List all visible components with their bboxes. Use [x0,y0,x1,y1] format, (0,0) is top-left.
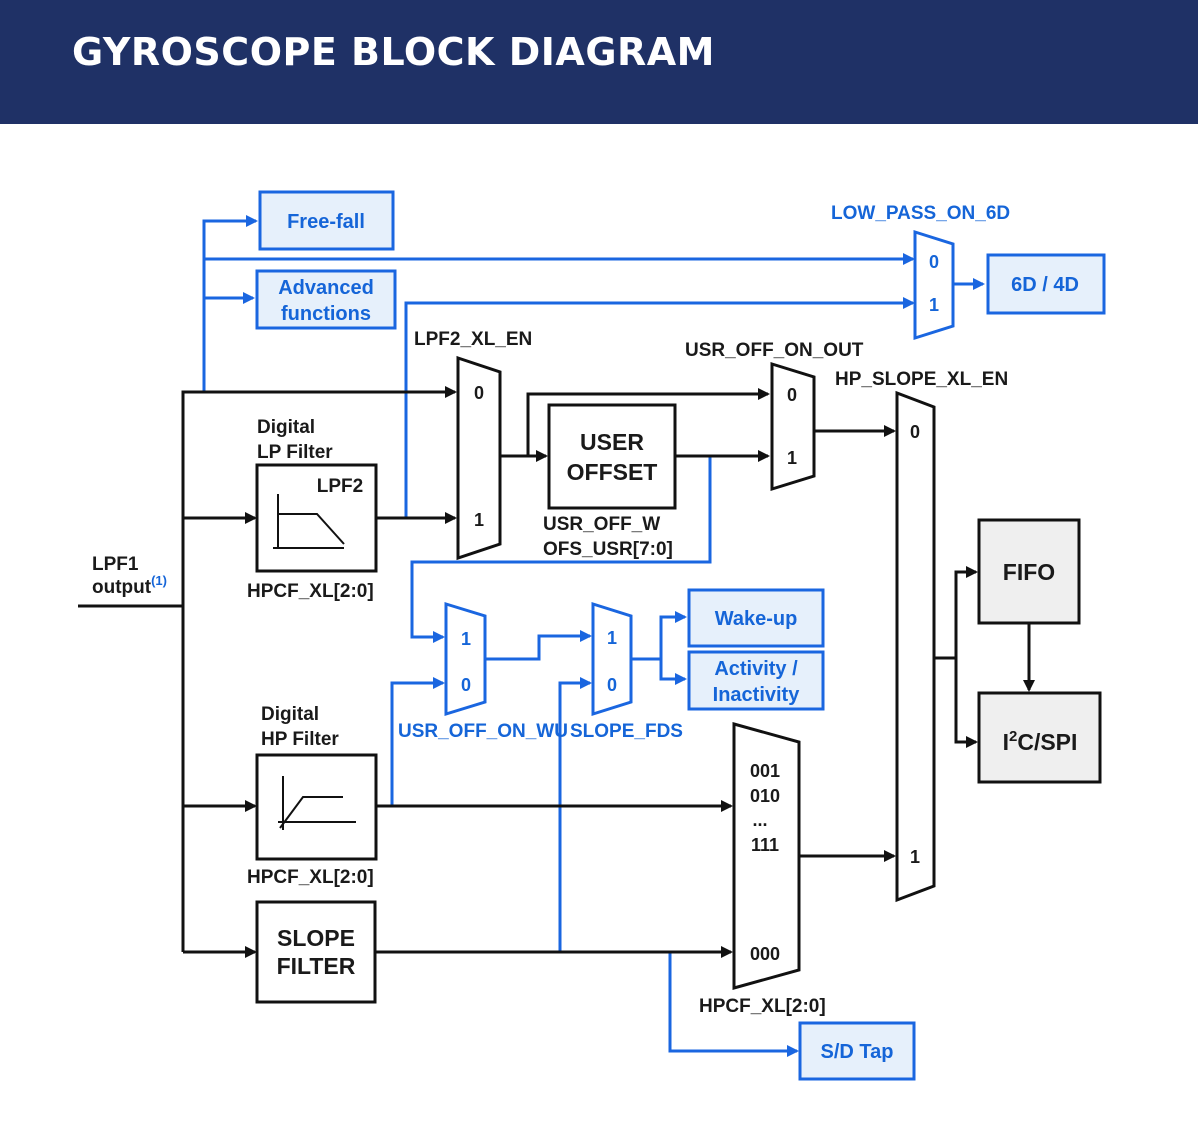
6d-mux-in-0: 0 [929,252,939,272]
slope-label-1: SLOPE [277,925,355,951]
input-label-2: output(1) [92,573,167,598]
wake-up-label: Wake-up [715,608,798,630]
wire-bypass-offset [526,388,770,456]
activity-box [687,650,825,711]
page-title: GYROSCOPE BLOCK DIAGRAM [72,30,715,74]
hpcf-mux-label: HPCF_XL[2:0] [699,996,826,1017]
header-banner: GYROSCOPE BLOCK DIAGRAM [0,0,1198,124]
slope-fds-label: SLOPE_FDS [570,721,683,742]
user-offset-block [547,403,677,510]
user-offset-label-1: USER [580,429,644,455]
wire-hp-to-wu-mux [390,677,445,806]
sel-mux-010: 010 [750,786,780,806]
usr-out-mux-in-0: 0 [787,385,797,405]
black-wires [78,386,1035,958]
hp-slope-mux [895,390,936,903]
lpf2-label: LPF2 [317,476,363,497]
activity-label-2: Inactivity [713,684,801,706]
low-pass-on-6d-label: LOW_PASS_ON_6D [831,203,1010,224]
usr-off-on-out-mux [770,361,816,492]
slope-fds-mux [591,601,633,717]
slope-filter-block [255,900,377,1004]
wu-mux-in-1: 1 [461,629,471,649]
lpf2-mux-in-1: 1 [474,510,484,530]
lpf2-mux [456,355,502,561]
user-offset-label-2: OFFSET [567,459,658,485]
lp-filter-block [255,463,378,573]
usr-off-w-label: USR_OFF_W [543,514,660,535]
hp-slope-xl-en-label: HP_SLOPE_XL_EN [835,369,1008,390]
lpf2-mux-in-0: 0 [474,383,484,403]
advanced-functions-box [255,269,397,330]
wire-to-fifo [934,566,978,660]
wire-wu-to-fds [485,630,592,661]
sd-tap-label: S/D Tap [821,1041,894,1063]
wire-to-wake-up [631,611,687,661]
fifo-block [977,518,1081,625]
lp-filter-label-1: Digital [257,417,315,438]
fds-mux-in-1: 1 [607,628,617,648]
hp-filter-label-1: Digital [261,704,319,725]
free-fall-label: Free-fall [287,211,365,233]
hp-filter-axes-icon [278,776,356,830]
hp-slope-mux-in-0: 0 [910,422,920,442]
6d-mux [913,229,955,341]
hpcf-select-mux [732,722,801,990]
sd-tap-box [798,1021,916,1081]
wire-slope-to-fds [558,677,592,952]
sel-mux-000: 000 [750,944,780,964]
activity-label-1: Activity / [714,658,798,680]
hp-slope-mux-in-1: 1 [910,847,920,867]
6d-4d-label: 6D / 4D [1011,274,1079,296]
wire-to-i2c [954,658,978,748]
advanced-label-2: functions [281,303,371,325]
fds-mux-in-0: 0 [607,675,617,695]
usr-off-on-wu-mux [444,601,487,717]
hp-filter-curve-icon [279,796,343,829]
sel-mux-dots: ... [752,810,767,830]
hpcf-hp-label: HPCF_XL[2:0] [247,867,374,888]
6d-4d-box [986,253,1106,315]
wake-up-box [687,588,825,648]
lp-filter-axes-icon [273,494,344,549]
usr-off-on-wu-label: USR_OFF_ON_WU [398,721,568,742]
usr-out-mux-in-1: 1 [787,448,797,468]
ofs-usr-label: OFS_USR[7:0] [543,539,673,560]
input-label-1: LPF1 [92,554,139,575]
wire-lpf2-to-6d-mux-1 [404,297,915,518]
hp-filter-label-2: HP Filter [261,729,339,750]
advanced-label-1: Advanced [278,277,374,299]
i2c-spi-block [977,691,1102,784]
lp-filter-label-2: LP Filter [257,442,333,463]
sel-mux-001: 001 [750,761,780,781]
free-fall-box [258,190,395,251]
wire-to-free-fall [202,215,258,392]
fifo-label: FIFO [1003,559,1055,585]
wu-mux-in-0: 0 [461,675,471,695]
hp-filter-block [255,753,378,861]
lp-filter-curve-icon [278,513,345,545]
lpf2-xl-en-label: LPF2_XL_EN [414,329,532,350]
wire-to-activity [659,659,687,685]
usr-off-on-out-label: USR_OFF_ON_OUT [685,340,864,361]
6d-mux-in-1: 1 [929,295,939,315]
i2c-spi-label: I2C/SPI [1003,728,1078,755]
slope-label-2: FILTER [277,953,356,979]
hpcf-lp-label: HPCF_XL[2:0] [247,581,374,602]
sel-mux-111: 111 [751,835,779,855]
